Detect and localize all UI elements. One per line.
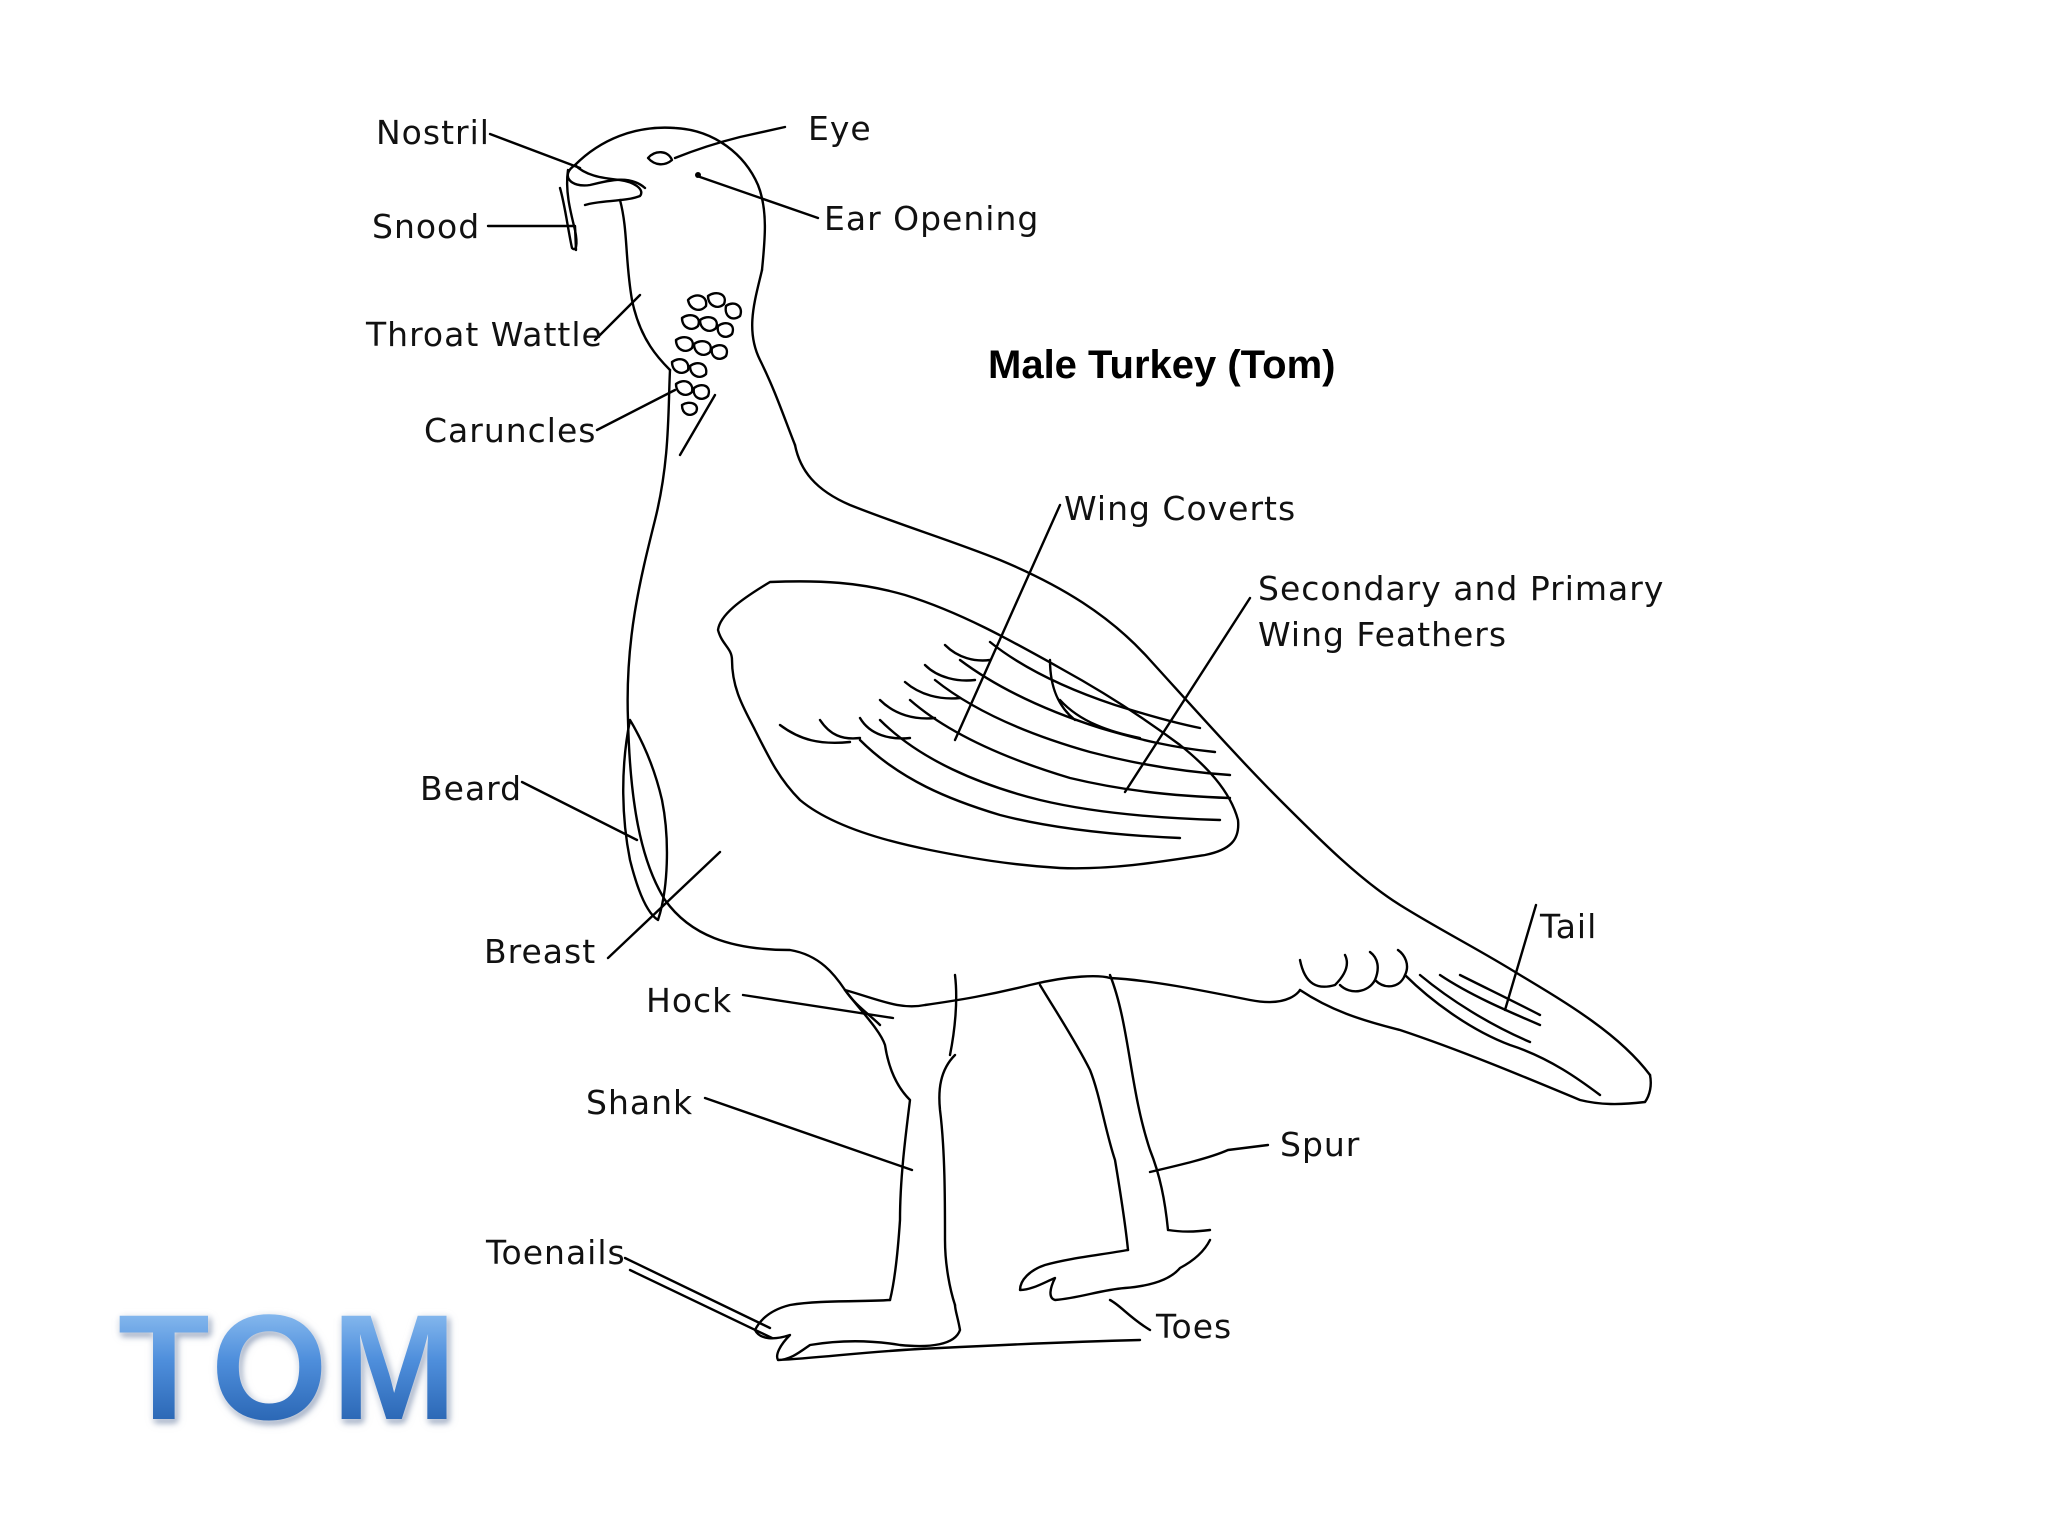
leader-caruncles	[595, 388, 717, 457]
leader-spur	[1148, 1143, 1270, 1174]
label-caruncles: Caruncles	[424, 411, 596, 450]
leader-wing-feathers	[1123, 596, 1252, 794]
label-beard: Beard	[420, 769, 522, 808]
right-foot-outline	[1018, 1238, 1212, 1302]
slide-heading-tom: TOM	[118, 1283, 461, 1451]
label-toenails: Toenails	[485, 1233, 626, 1272]
leader-beard	[520, 780, 639, 842]
wing-covert-lines	[778, 643, 992, 744]
label-wing-feathers-line1: Secondary and Primary	[1258, 569, 1664, 608]
tail-feather-lines	[1298, 948, 1602, 1097]
leader-nostril	[488, 132, 582, 170]
label-throat-wattle: Throat Wattle	[365, 315, 603, 354]
neck-front-outline	[618, 198, 672, 372]
label-ear-opening: Ear Opening	[824, 199, 1039, 238]
wing-feather-lines	[858, 640, 1232, 840]
label-breast: Breast	[484, 932, 596, 971]
label-wing-feathers-line2: Wing Feathers	[1258, 615, 1507, 654]
left-foot-outline	[753, 1298, 1142, 1362]
label-snood: Snood	[372, 207, 480, 246]
leader-snood	[486, 224, 578, 252]
leader-throat-wattle	[593, 293, 642, 342]
snood-shape	[558, 168, 578, 251]
leader-tail	[1503, 903, 1538, 1012]
leader-toenails	[623, 1256, 774, 1340]
tail-outline	[1298, 988, 1652, 1106]
leader-shank	[703, 1096, 914, 1172]
label-hock: Hock	[646, 981, 732, 1020]
label-eye: Eye	[808, 109, 872, 148]
leader-wing-coverts	[953, 503, 1062, 742]
wing-outline	[716, 580, 1240, 870]
neck-back-outline	[751, 268, 797, 447]
eye-shape	[646, 151, 674, 166]
leader-eye	[673, 125, 787, 160]
label-toes: Toes	[1155, 1307, 1232, 1346]
head-outline	[566, 126, 767, 272]
label-spur: Spur	[1280, 1125, 1360, 1164]
diagram-title: Male Turkey (Tom)	[988, 343, 1335, 387]
left-leg-outline	[843, 973, 958, 1307]
caruncles-cluster	[670, 292, 743, 416]
right-leg-outline	[1038, 973, 1212, 1252]
leader-ear-opening	[698, 175, 820, 220]
beard-shape	[622, 718, 669, 922]
beak-outline	[573, 163, 643, 207]
breast-outline	[626, 368, 882, 1027]
back-outline	[793, 443, 1652, 1077]
label-wing-coverts: Wing Coverts	[1064, 489, 1296, 528]
leader-hock	[741, 993, 895, 1020]
label-nostril: Nostril	[376, 113, 490, 152]
belly-outline	[843, 975, 1302, 1008]
leader-lines	[486, 125, 1538, 1340]
leader-toes	[1108, 1298, 1152, 1332]
labels: Male Turkey (Tom) Nostril Snood Throat W…	[365, 109, 1664, 1346]
turkey-drawing	[558, 126, 1652, 1362]
label-shank: Shank	[586, 1083, 693, 1122]
label-tail: Tail	[1539, 907, 1597, 946]
leader-breast	[606, 850, 722, 960]
